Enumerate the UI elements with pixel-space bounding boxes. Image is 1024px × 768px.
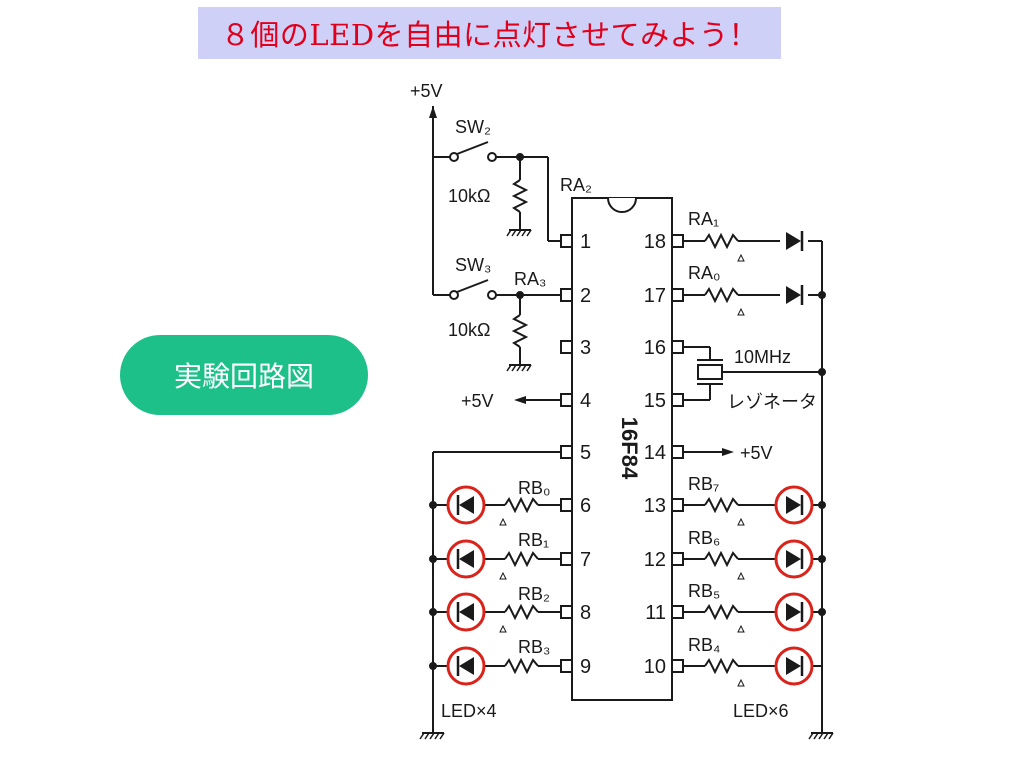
sw2-label: SW₂ <box>455 117 491 137</box>
page-title: ８個のLEDを自由に点灯させてみよう！ <box>220 18 759 52</box>
right-pin-number: 11 <box>645 602 666 624</box>
section-label: 実験回路図 <box>173 360 314 393</box>
pin4-supply-label: +5V <box>461 391 494 411</box>
led-rb0 <box>446 485 486 525</box>
left-pin-number: 7 <box>580 549 591 571</box>
led-rb4 <box>774 646 814 686</box>
pin14-supply-label: +5V <box>740 443 773 463</box>
right-pin-number: 10 <box>644 656 666 678</box>
diode-ra1 <box>784 229 804 253</box>
right-pin-number: 14 <box>644 442 666 464</box>
rb2-label: RB₂ <box>518 584 550 604</box>
title-banner: ８個のLEDを自由に点灯させてみよう！ <box>198 7 781 59</box>
left-pin-number: 9 <box>580 656 591 678</box>
section-pill: 実験回路図 <box>120 335 368 415</box>
rb3-label: RB₃ <box>518 637 550 657</box>
oscillator-frequency: 10MHz <box>734 347 791 367</box>
rb6-label: RB₆ <box>688 528 720 548</box>
chip-name: 16F84 <box>617 417 642 480</box>
left-pin-number: 4 <box>580 390 591 412</box>
led-rb6 <box>774 539 814 579</box>
led-rb2 <box>446 592 486 632</box>
left-pin-number: 1 <box>580 231 591 253</box>
led-right-count: LED×6 <box>733 701 789 721</box>
rb5-label: RB₅ <box>688 581 720 601</box>
right-pin-number: 15 <box>644 390 666 412</box>
left-pin-number: 6 <box>580 495 591 517</box>
rb0-label: RB₀ <box>518 478 550 498</box>
rb1-label: RB₁ <box>518 530 549 550</box>
supply-top-label: +5V <box>410 81 443 101</box>
rb7-label: RB₇ <box>688 474 719 494</box>
left-pin-number: 5 <box>580 442 591 464</box>
led-rb7 <box>774 485 814 525</box>
right-pin-number: 12 <box>644 549 666 571</box>
led-rb1 <box>446 539 486 579</box>
oscillator-name: レゾネータ <box>727 392 817 412</box>
right-pin-number: 18 <box>644 231 666 253</box>
ra2-label: RA₂ <box>560 175 592 195</box>
ra1-label: RA₁ <box>688 209 719 229</box>
left-pin-number: 2 <box>580 285 591 307</box>
ra0-label: RA₀ <box>688 263 720 283</box>
led-rb5 <box>774 592 814 632</box>
diode-ra0 <box>784 283 804 307</box>
sw3-label: SW₃ <box>455 255 491 275</box>
pulldown2-label: 10kΩ <box>448 320 490 340</box>
led-rb3 <box>446 646 486 686</box>
led-left-count: LED×4 <box>441 701 497 721</box>
right-pin-number: 13 <box>644 495 666 517</box>
ra3-label: RA₃ <box>514 269 546 289</box>
left-pin-number: 3 <box>580 337 591 359</box>
rb4-label: RB₄ <box>688 635 720 655</box>
right-pin-number: 16 <box>644 337 666 359</box>
left-pin-number: 8 <box>580 602 591 624</box>
right-pin-number: 17 <box>644 285 666 307</box>
pulldown1-label: 10kΩ <box>448 186 490 206</box>
